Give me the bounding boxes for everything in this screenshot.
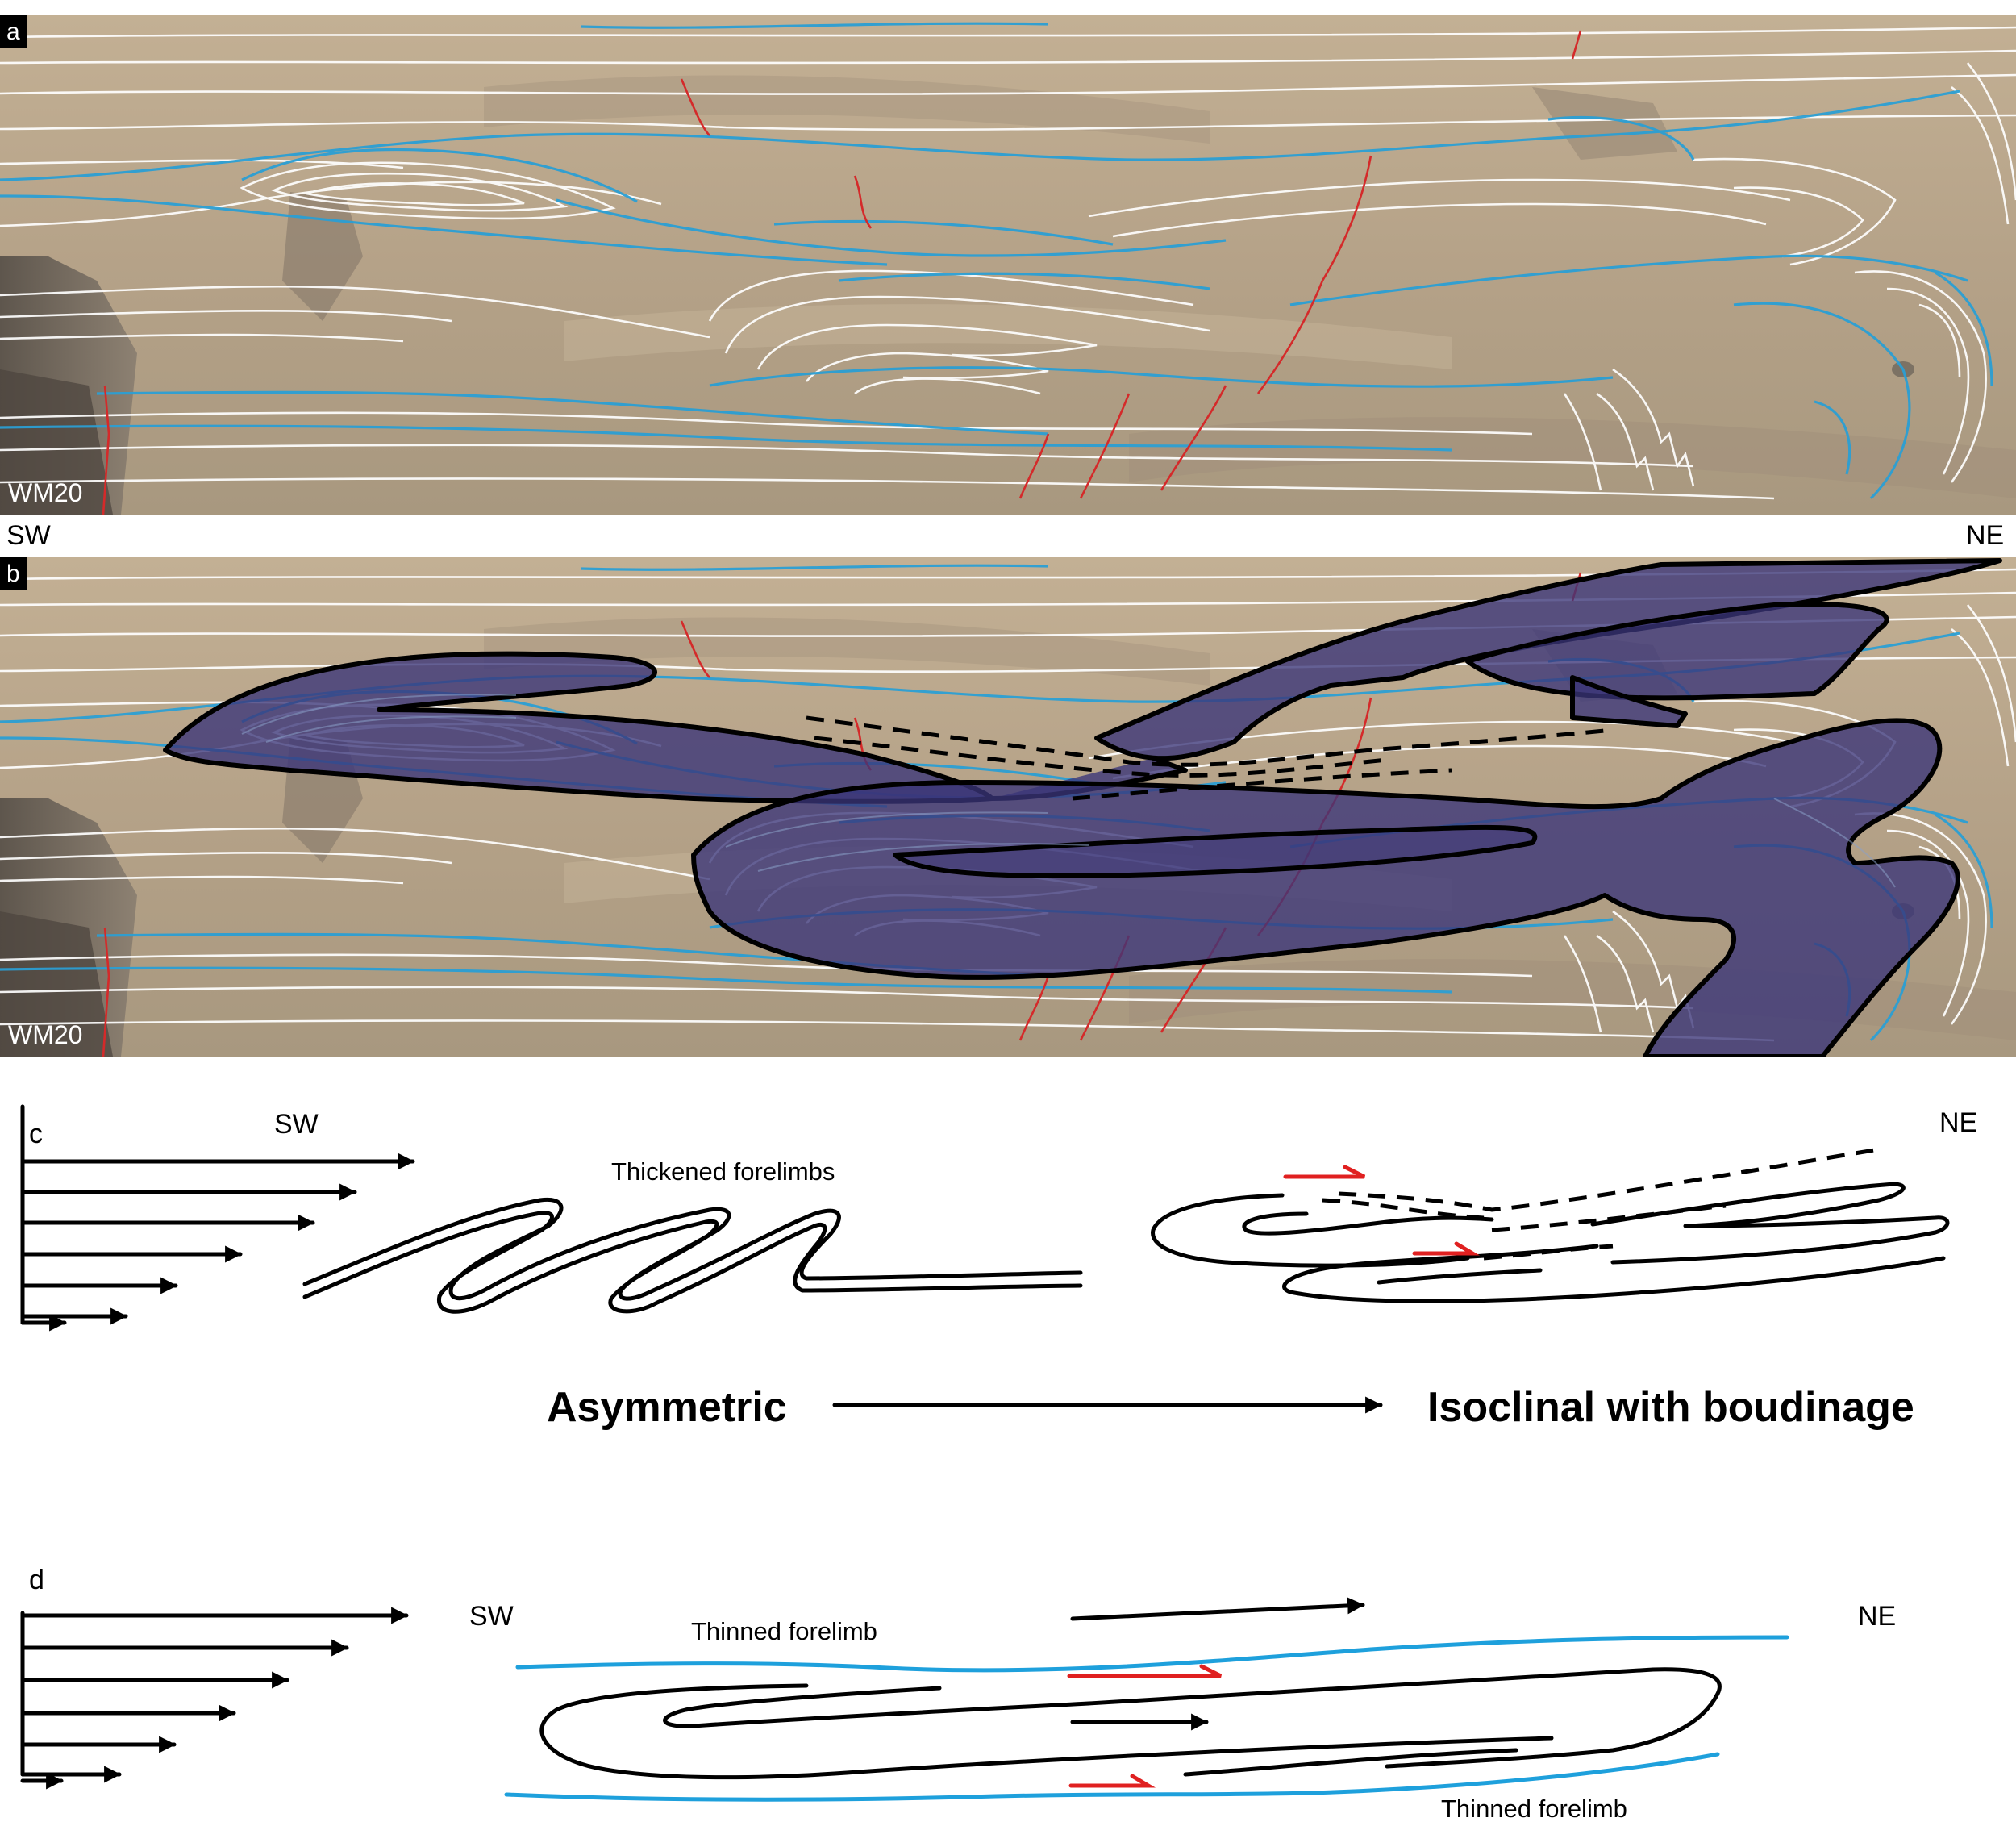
thickened-forelimbs-label: Thickened forelimbs [611, 1157, 835, 1186]
isoclinal-label: Isoclinal with boudinage [1427, 1384, 1914, 1431]
panel-b-letter: b [6, 561, 20, 587]
thinned-forelimb-fold-sketch [504, 1597, 1789, 1802]
panel-a-letter: a [6, 19, 20, 45]
panel-d-letter: d [29, 1565, 44, 1595]
panel-c-letter: c [29, 1119, 43, 1149]
panel-b: b WM20 [0, 557, 2016, 1057]
panel-a-photo-id: WM20 [8, 478, 82, 507]
highlighted-fold-unit [163, 558, 2002, 1057]
panel-a: a WM20 [0, 15, 2016, 515]
photo-label-sw: SW [6, 520, 51, 551]
asymmetric-label: Asymmetric [547, 1384, 787, 1431]
isoclinal-boudinage-sketch [1151, 1147, 1950, 1303]
panel-d-ne: NE [1858, 1601, 1896, 1632]
photo-label-ne: NE [1966, 520, 2004, 551]
panel-d: d SW NE Thinned forelimb Thinned forelim… [20, 1565, 1896, 1823]
asymmetric-fold-sketch [302, 1197, 1083, 1314]
panel-d-sw: SW [469, 1601, 514, 1632]
shear-velocity-profile-c [20, 1104, 415, 1332]
panel-c-sw: SW [274, 1109, 319, 1140]
thinned-forelimb-lower-label: Thinned forelimb [1441, 1795, 1627, 1823]
panel-c-ne: NE [1939, 1107, 1977, 1138]
panel-b-photo-id: WM20 [8, 1020, 82, 1049]
shear-velocity-profile-d [20, 1607, 409, 1790]
panel-c: c SW Thickened forelimbs [20, 1104, 1977, 1431]
thinned-forelimb-upper-label: Thinned forelimb [691, 1617, 877, 1645]
